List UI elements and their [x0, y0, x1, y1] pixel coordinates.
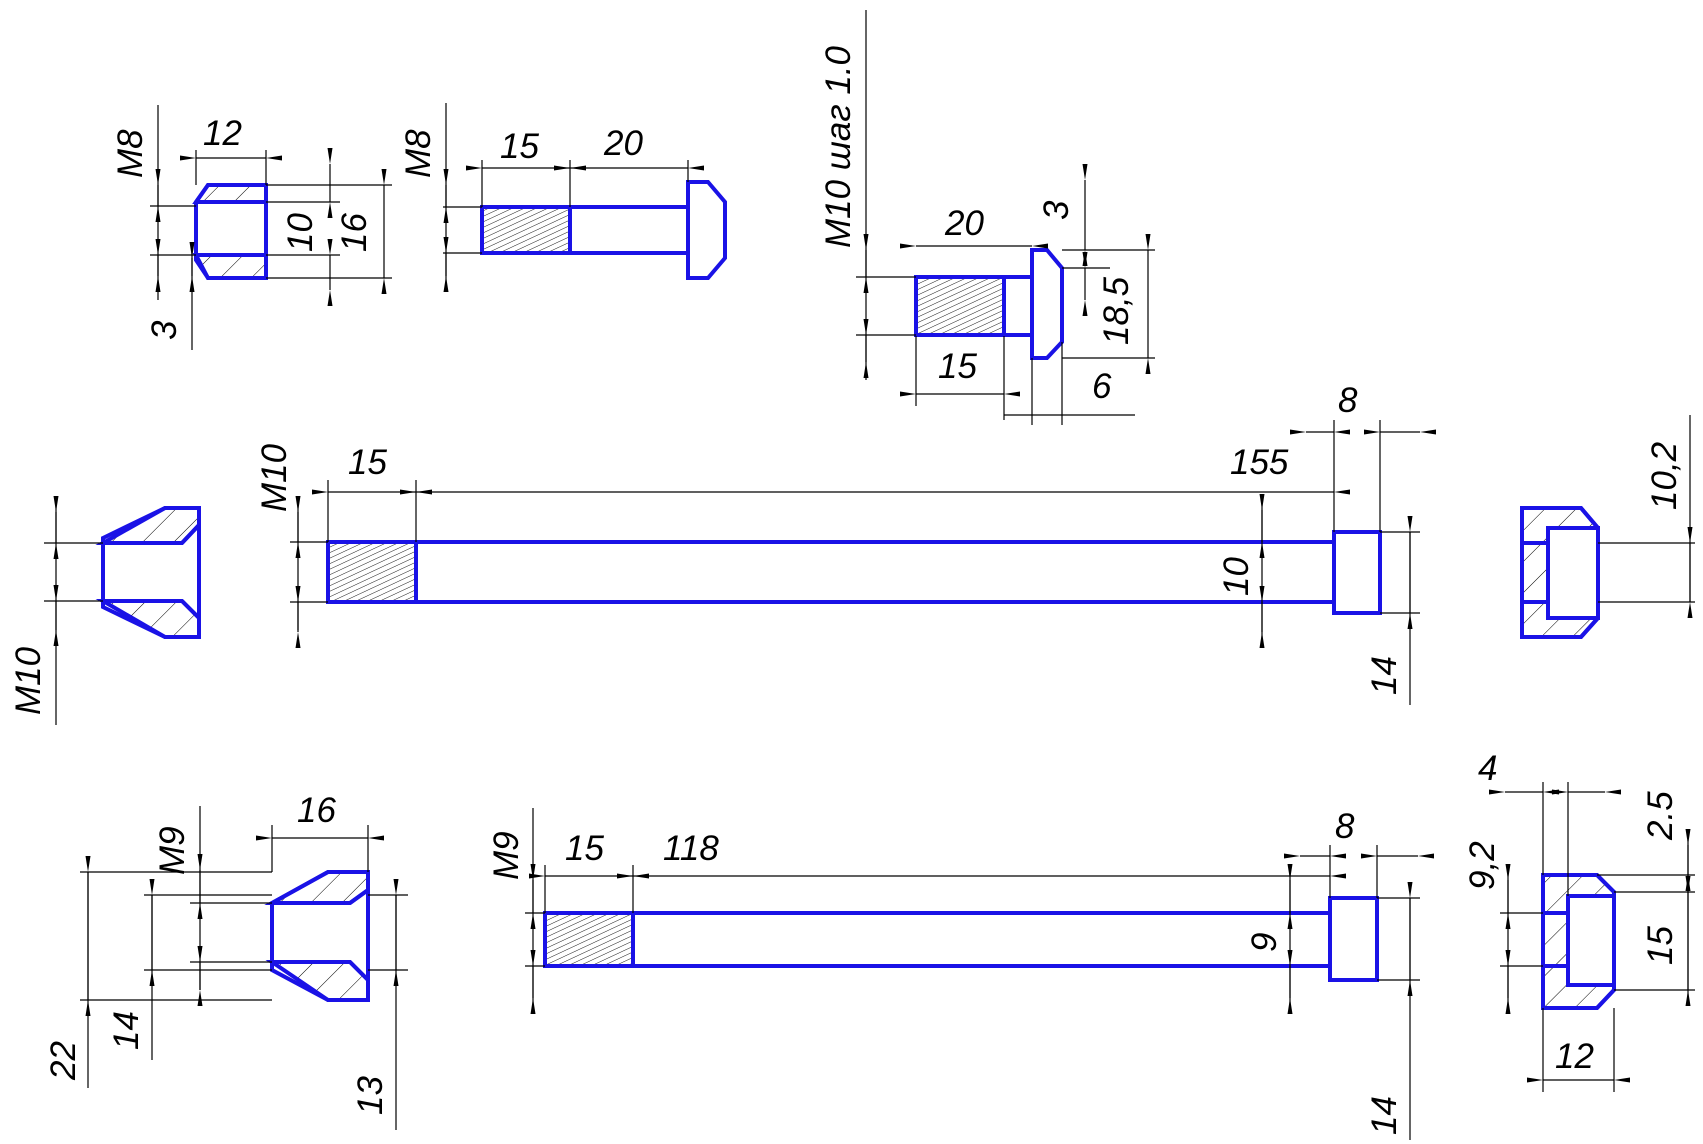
cap-10-2-inner-label: 10,2 [1645, 442, 1684, 510]
cone-m10-outline [101, 506, 201, 639]
rod-m10-head-dia-label: 14 [1365, 656, 1404, 695]
bolt-m8-thread-length-label: 15 [500, 127, 539, 166]
rod-m10-total-length-label: 155 [1230, 443, 1289, 482]
rod-m10: M10 15 155 8 10 14 [255, 381, 1436, 705]
rod-m9-total-length-label: 118 [663, 829, 719, 868]
cap-9-2-height-label: 15 [1641, 926, 1680, 965]
cone-m9-inner-label: 14 [107, 1011, 146, 1050]
nut-m8-length-label: 12 [203, 114, 242, 153]
bolt-m10-fine-head-dia-label: 18,5 [1097, 276, 1136, 345]
nut-m8: M8 12 10 16 3 [111, 105, 392, 350]
cap-9-2-inner-label: 9,2 [1463, 841, 1502, 890]
rod-m10-head [1332, 530, 1382, 615]
bolt-m10-fine-thread [914, 275, 1006, 337]
cap-9-2-step-label: 4 [1478, 749, 1497, 788]
rod-m9-thread-label: M9 [487, 831, 526, 880]
nut-m8-bore-label: 10 [281, 213, 320, 252]
nut-m8-outer-label: 16 [335, 213, 374, 252]
nut-m8-chamfer-label: 3 [145, 320, 184, 340]
cone-m9-length-label: 16 [297, 791, 336, 830]
bolt-m10-fine: M10 шаг 1.0 20 3 18,5 15 6 [819, 10, 1155, 425]
rod-m9-thread [543, 911, 635, 968]
cone-m9-outer-label: 22 [44, 1041, 83, 1081]
cone-m9-thread-label: M9 [153, 826, 192, 875]
cone-m9: 16 M9 22 14 13 [44, 791, 408, 1130]
nut-m8-thread-label: M8 [111, 129, 150, 178]
bolt-m10-fine-head-step-label: 3 [1037, 200, 1076, 220]
cone-m10: M10 [9, 496, 201, 725]
bolt-m10-fine-thread-length-label: 15 [938, 347, 977, 386]
cone-m9-opening-label: 13 [351, 1076, 390, 1115]
rod-m10-thread-label: M10 [255, 443, 294, 512]
rod-m9-head-length-label: 8 [1335, 807, 1355, 846]
rod-m9: M9 15 118 8 9 14 [487, 807, 1434, 1140]
cap-9-2: 4 2.5 9,2 15 12 [1463, 749, 1695, 1092]
bolt-m8-thread [480, 205, 572, 255]
rod-m9-head-dia-label: 14 [1365, 1096, 1404, 1135]
rod-m9-thread-length-label: 15 [565, 829, 604, 868]
bolt-m10-fine-head [1030, 248, 1064, 360]
bolt-m8-thread-label: M8 [399, 129, 438, 178]
cap-9-2-chamfer-label: 2.5 [1641, 791, 1680, 841]
bolt-m8-head [686, 180, 727, 280]
bolt-m10-fine-head-length-label: 6 [1092, 367, 1112, 406]
cap-10-2: 10,2 [1520, 415, 1695, 639]
rod-m9-head [1328, 896, 1379, 982]
cap-9-2-width-label: 12 [1555, 1037, 1594, 1076]
rod-m10-head-length-label: 8 [1338, 381, 1358, 420]
bolt-m8: M8 15 20 [399, 103, 727, 292]
bolt-m10-fine-thread-label: M10 шаг 1.0 [819, 45, 858, 248]
rod-m9-rod-dia-label: 9 [1245, 933, 1284, 952]
rod-m10-thread [326, 540, 418, 604]
cone-m10-thread-label: M10 [9, 646, 48, 715]
rod-m10-thread-length-label: 15 [348, 443, 387, 482]
rod-m10-rod-dia-label: 10 [1217, 557, 1256, 596]
bolt-m10-fine-length-label: 20 [944, 204, 984, 243]
bolt-m8-shank-length-label: 20 [603, 124, 643, 163]
